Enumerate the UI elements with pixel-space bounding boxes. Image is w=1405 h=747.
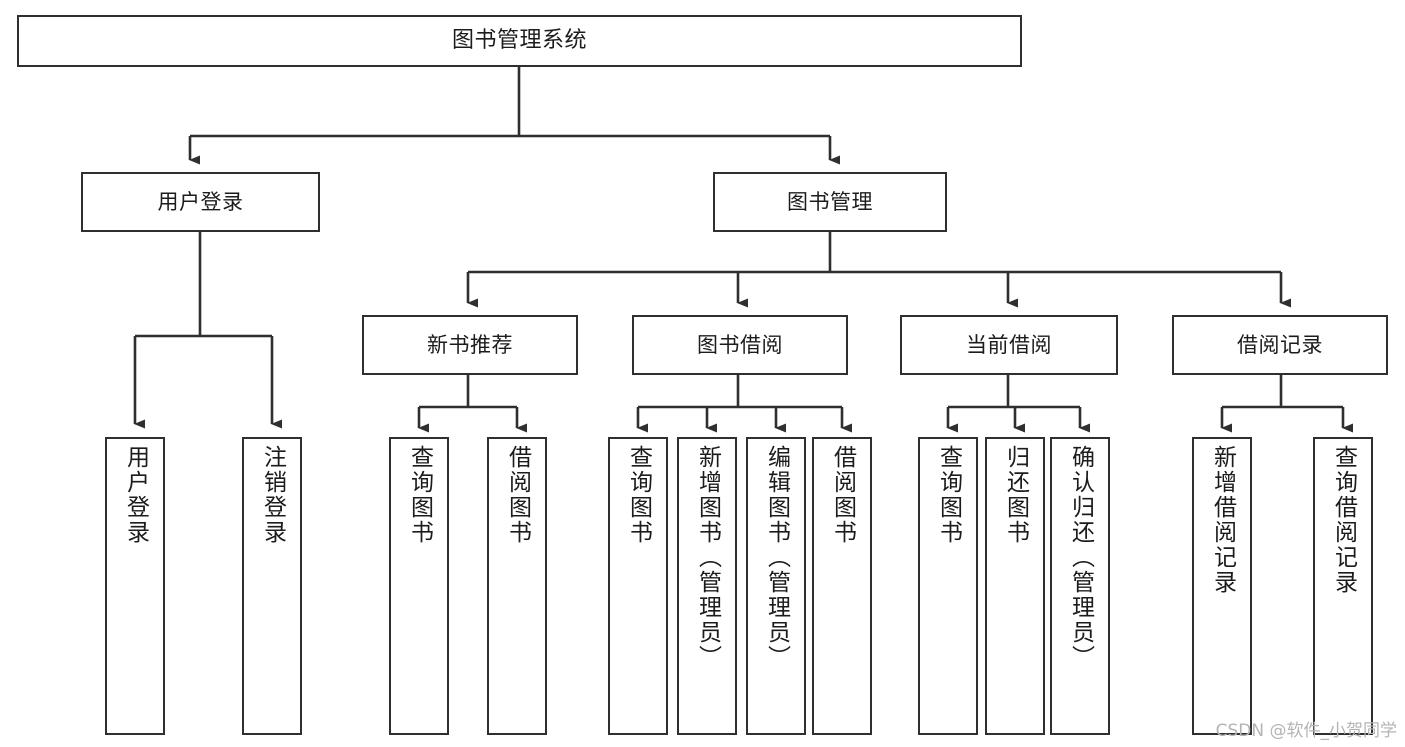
node-label: 图书管理系统	[451, 28, 587, 54]
leaf-bb-query-book[interactable]: 查询图书	[608, 437, 668, 735]
node-label: 查询图书	[406, 445, 433, 545]
node-current-borrow[interactable]: 当前借阅	[900, 315, 1118, 375]
leaf-nb-query-book[interactable]: 查询图书	[389, 437, 449, 735]
node-label: 编辑图书（管理员）	[763, 445, 790, 670]
leaf-nb-borrow-book[interactable]: 借阅图书	[487, 437, 547, 735]
node-label: 图书借阅	[697, 332, 783, 357]
node-label: 新增图书（管理员）	[694, 445, 721, 670]
node-label: 归还图书	[1002, 445, 1029, 545]
leaf-br-query-record[interactable]: 查询借阅记录	[1313, 437, 1373, 735]
node-label: 当前借阅	[966, 332, 1052, 357]
node-root-book-management-system[interactable]: 图书管理系统	[17, 15, 1022, 67]
node-label: 借阅图书	[504, 445, 531, 545]
node-label: 图书管理	[787, 189, 873, 214]
node-label: 查询图书	[935, 445, 962, 545]
node-label: 查询图书	[625, 445, 652, 545]
leaf-cb-return-book[interactable]: 归还图书	[985, 437, 1045, 735]
node-book-management[interactable]: 图书管理	[713, 172, 947, 232]
node-label: 借阅图书	[829, 445, 856, 545]
leaf-cb-query-book[interactable]: 查询图书	[918, 437, 978, 735]
leaf-br-add-record[interactable]: 新增借阅记录	[1192, 437, 1252, 735]
csdn-watermark: CSDN @软件_小贺同学	[1215, 721, 1397, 741]
leaf-bb-add-book-admin[interactable]: 新增图书（管理员）	[677, 437, 737, 735]
node-label: 新书推荐	[427, 332, 513, 357]
node-label: 确认归还（管理员）	[1067, 445, 1094, 670]
node-borrow-record[interactable]: 借阅记录	[1172, 315, 1388, 375]
node-label: 用户登录	[122, 445, 149, 545]
leaf-bb-borrow-book[interactable]: 借阅图书	[812, 437, 872, 735]
node-new-book-recommend[interactable]: 新书推荐	[362, 315, 578, 375]
node-label: 借阅记录	[1237, 332, 1323, 357]
node-label: 注销登录	[259, 445, 286, 545]
leaf-logout[interactable]: 注销登录	[242, 437, 302, 735]
leaf-bb-edit-book-admin[interactable]: 编辑图书（管理员）	[746, 437, 806, 735]
node-label: 查询借阅记录	[1330, 445, 1357, 595]
node-label: 用户登录	[157, 189, 244, 214]
leaf-user-login[interactable]: 用户登录	[105, 437, 165, 735]
node-user-login[interactable]: 用户登录	[81, 172, 320, 232]
node-book-borrow[interactable]: 图书借阅	[632, 315, 848, 375]
node-label: 新增借阅记录	[1209, 445, 1236, 595]
leaf-cb-confirm-return-admin[interactable]: 确认归还（管理员）	[1050, 437, 1110, 735]
